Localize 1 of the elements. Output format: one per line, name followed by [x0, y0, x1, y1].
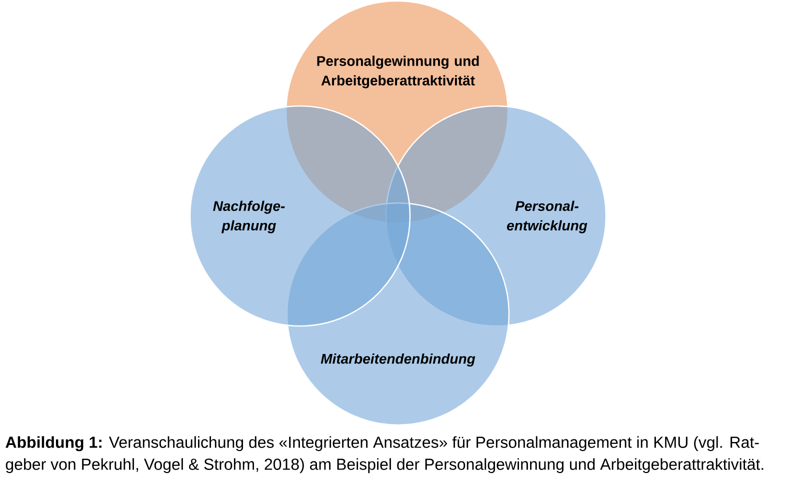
caption: Abbildung 1: Veranschaulichung des «Integrierten Ansatzes» für Personalmanagement in KMU (vgl. Rat- geber von Pekruhl, Vogel & Strohm, 2018) am Beispiel der Personalgewinnung und Arbeitgeberattraktivität. [6, 436, 764, 474]
